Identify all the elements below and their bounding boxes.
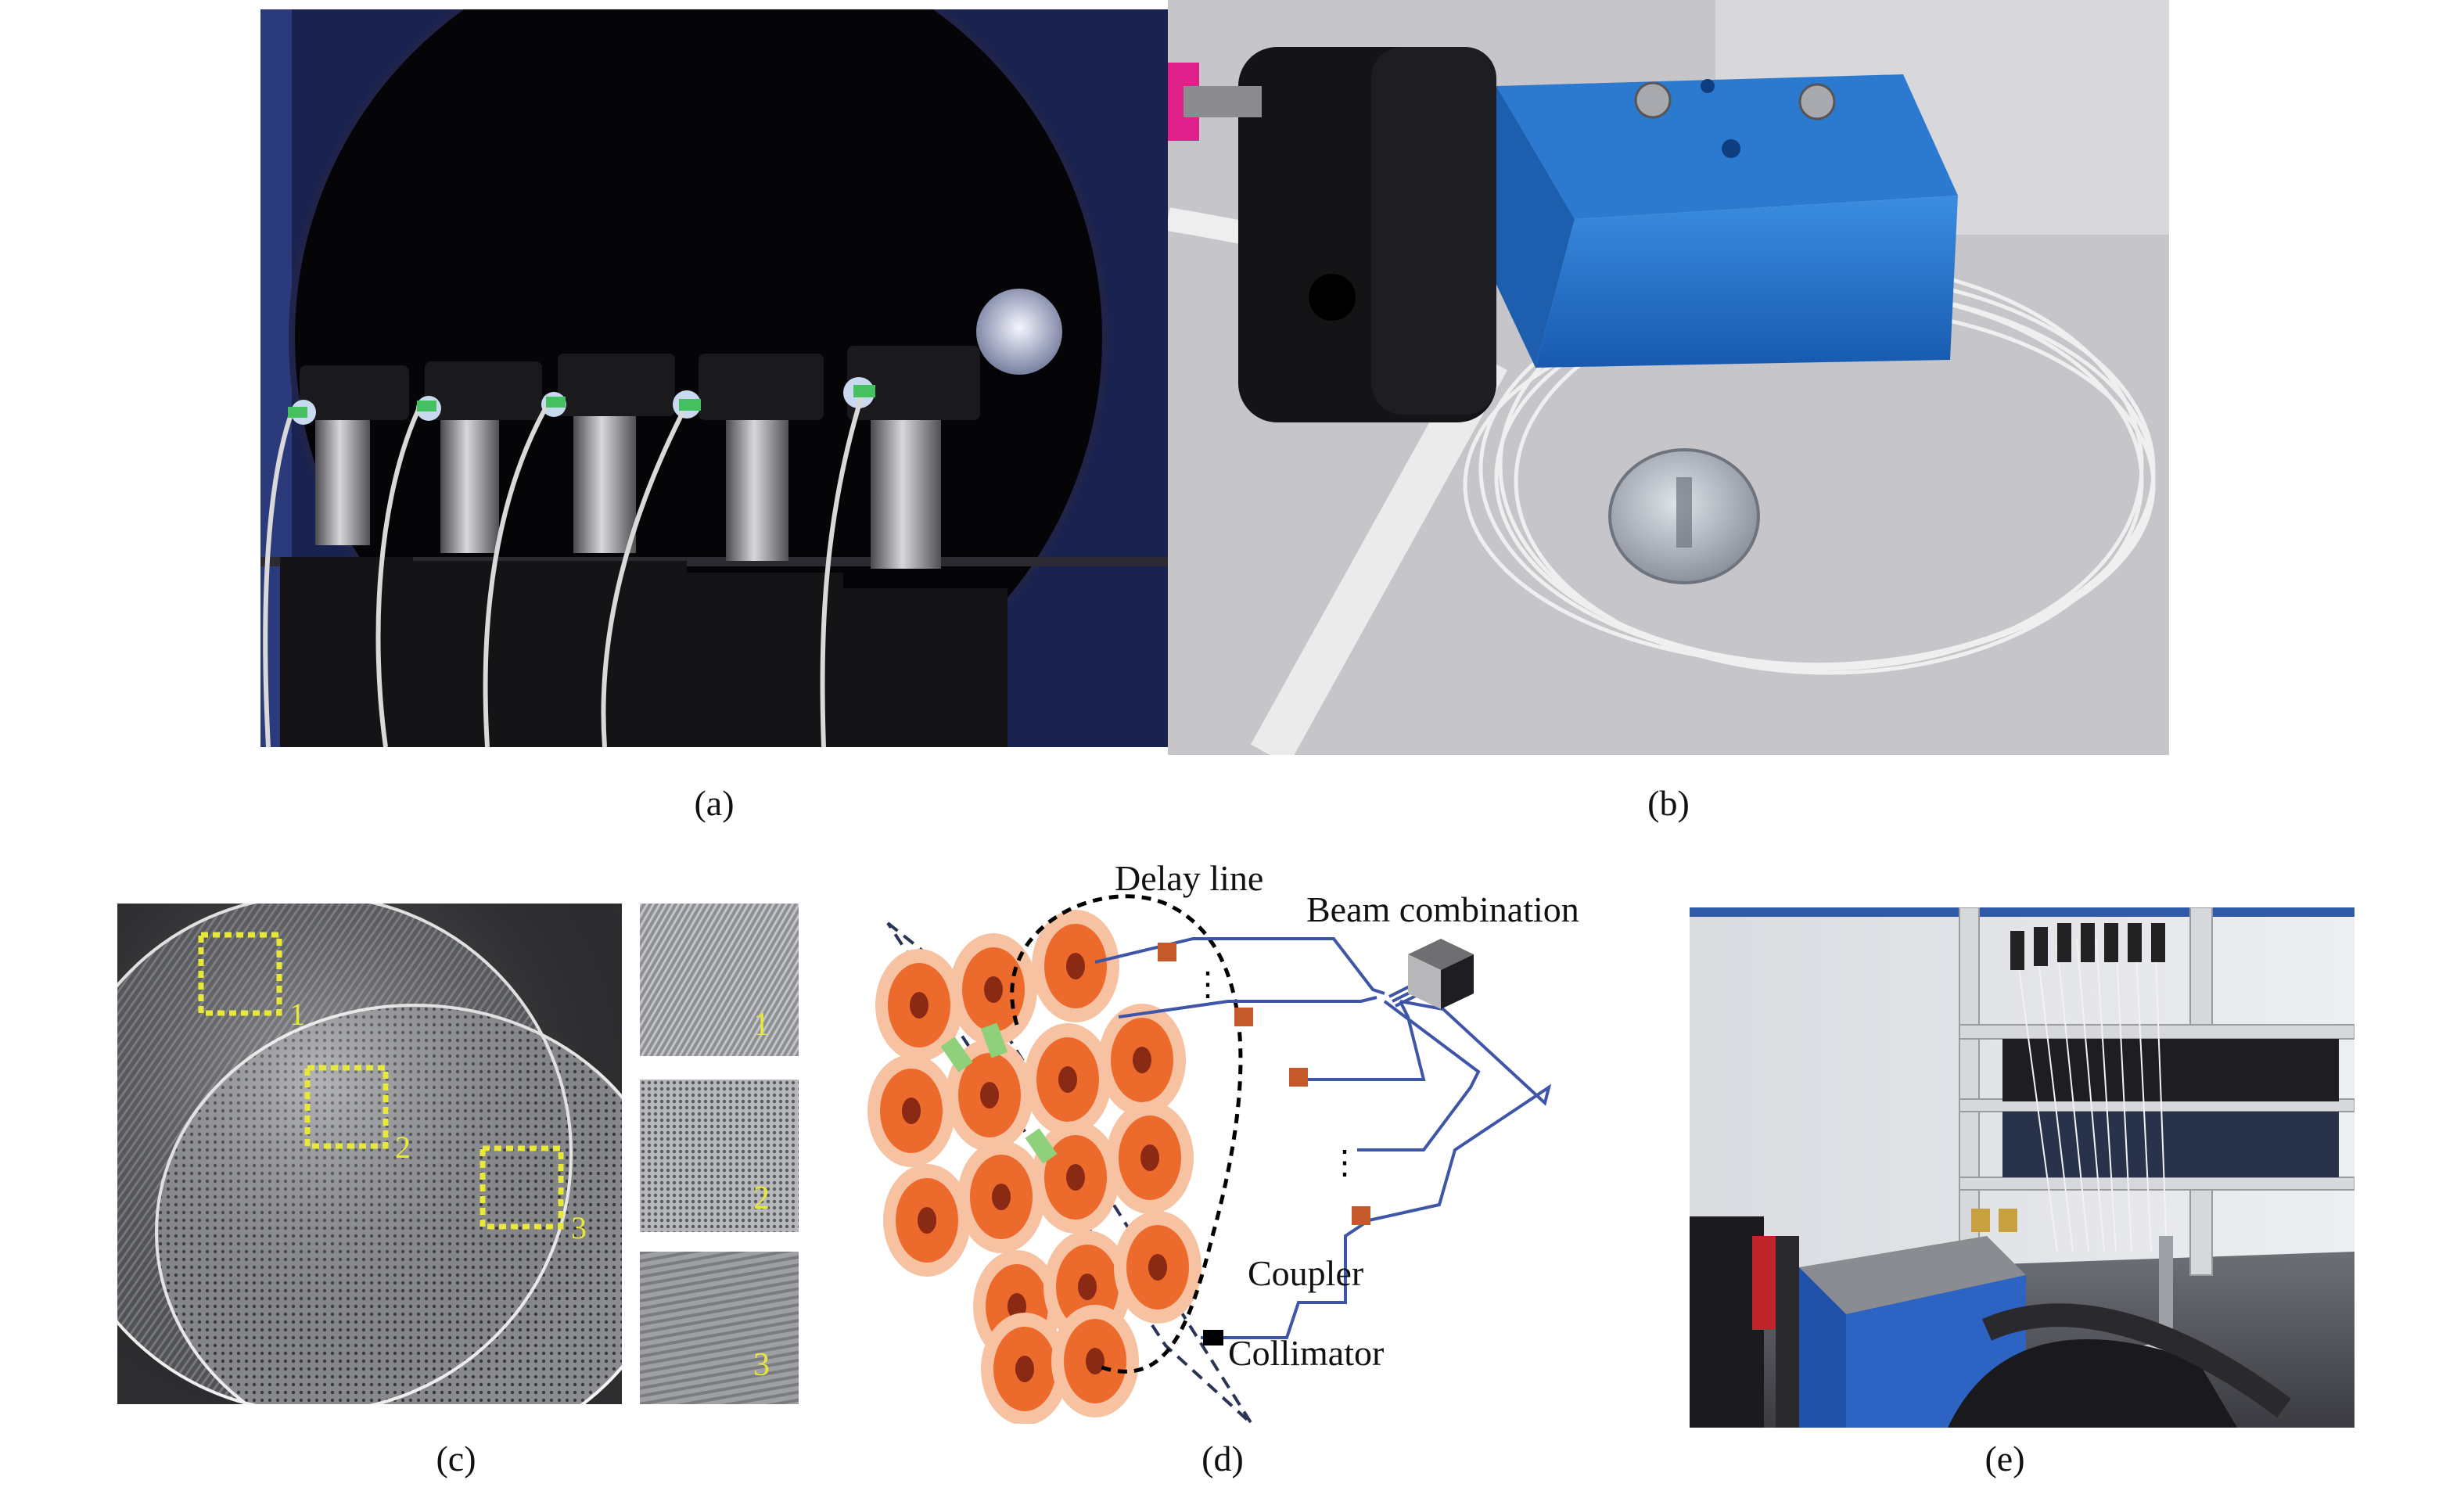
panel-c-inset-1: 1 bbox=[640, 904, 799, 1056]
green-links bbox=[940, 1022, 1058, 1164]
black-mount bbox=[1168, 47, 1496, 422]
delay-box bbox=[1352, 1206, 1370, 1225]
label-delay-line: Delay line bbox=[1115, 860, 1263, 898]
delay-box bbox=[1234, 1008, 1253, 1026]
fiber-mounts bbox=[280, 346, 1008, 747]
panel-b-photo bbox=[1168, 0, 2169, 755]
panel-c-inset-2: 2 bbox=[640, 1080, 799, 1232]
coin bbox=[1608, 448, 1760, 584]
inset-label-1: 1 bbox=[753, 1007, 770, 1043]
coupler-box bbox=[1203, 1330, 1223, 1345]
label-beam-combination: Beam combination bbox=[1306, 889, 1579, 929]
delay-box bbox=[1289, 1068, 1308, 1087]
region-markers bbox=[198, 932, 564, 1230]
region-label-2: 2 bbox=[395, 1130, 411, 1165]
caption-c: (c) bbox=[436, 1439, 476, 1478]
inset-label-2: 2 bbox=[753, 1180, 770, 1216]
region-label-3: 3 bbox=[571, 1210, 587, 1245]
delay-boxes bbox=[1158, 943, 1370, 1225]
panel-d-diagram: ⋮ ⋮ Delay line Beam combination Coupler … bbox=[860, 860, 1682, 1424]
fiber-strands bbox=[2017, 938, 2168, 1252]
sphere-target bbox=[976, 289, 1062, 375]
inset-label-3: 3 bbox=[753, 1347, 770, 1383]
region-marker-3 bbox=[480, 1145, 564, 1230]
region-label-1: 1 bbox=[289, 997, 305, 1032]
caption-e: (e) bbox=[1984, 1439, 2025, 1478]
label-collimator: Collimator bbox=[1228, 1333, 1384, 1373]
label-coupler: Coupler bbox=[1248, 1253, 1363, 1293]
fibers bbox=[263, 392, 865, 747]
collimator-array bbox=[867, 910, 1201, 1424]
caption-d: (d) bbox=[1201, 1439, 1244, 1478]
collimator-block bbox=[1473, 74, 1958, 368]
ellipsis-1: ⋮ bbox=[1191, 967, 1224, 1003]
caption-a: (a) bbox=[694, 783, 735, 823]
panel-a-photo bbox=[260, 9, 1168, 747]
caption-b: (b) bbox=[1647, 783, 1690, 823]
beam-combiner-cube bbox=[1408, 939, 1474, 1009]
delay-box bbox=[1158, 943, 1176, 961]
panel-c-inset-3: 3 bbox=[640, 1252, 799, 1404]
connector-row bbox=[2010, 923, 2165, 970]
region-marker-1 bbox=[198, 932, 282, 1016]
panel-c-image: 1 2 3 bbox=[117, 904, 622, 1404]
panel-e-photo bbox=[1690, 907, 2354, 1428]
ellipsis-2: ⋮ bbox=[1328, 1145, 1361, 1181]
region-marker-2 bbox=[304, 1065, 389, 1149]
